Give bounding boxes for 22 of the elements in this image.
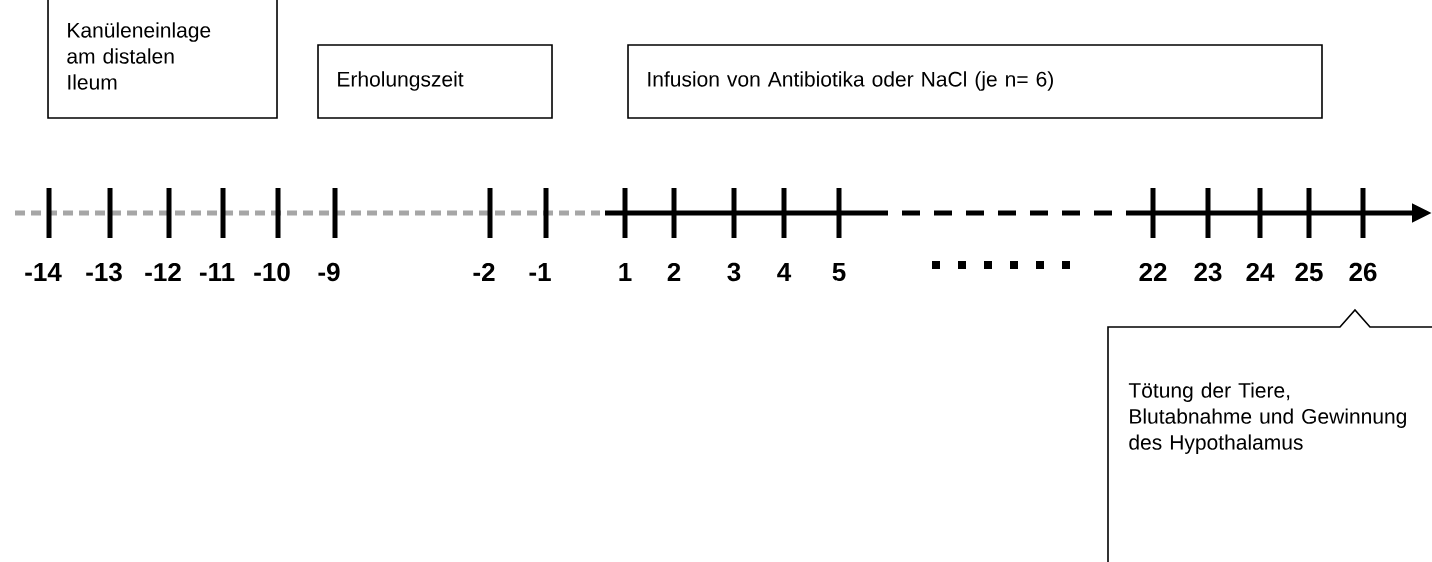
tick-label: 22 bbox=[1139, 262, 1167, 282]
callout-box: Tötung der Tiere, Blutabnahme und Gewinnung des Hypothalamus bbox=[1107, 308, 1432, 562]
tick-label: 3 bbox=[727, 262, 741, 282]
tick-label: 23 bbox=[1194, 262, 1222, 282]
tick-label: -10 bbox=[254, 262, 290, 282]
tick-label: 1 bbox=[619, 263, 632, 281]
tick-label: -13 bbox=[86, 262, 122, 282]
tick-label: 26 bbox=[1349, 262, 1377, 282]
tick-label: 25 bbox=[1295, 262, 1323, 282]
phase-box: Kanüleneinlage am distalen Ileum bbox=[47, 0, 278, 119]
phase-box: Erholungszeit bbox=[317, 44, 553, 119]
tick-label: 5 bbox=[832, 262, 846, 282]
tick-label: -11 bbox=[199, 263, 235, 281]
tick-label: -14 bbox=[25, 263, 62, 281]
phase-box: Infusion von Antibiotika oder NaCl (je n= 6) bbox=[627, 44, 1323, 119]
tick-label: -1 bbox=[529, 263, 551, 281]
tick-label: -9 bbox=[318, 262, 340, 282]
tick-label: 2 bbox=[667, 262, 681, 282]
tick-label: -12 bbox=[145, 262, 181, 282]
tick-label: 24 bbox=[1246, 262, 1275, 282]
tick-label: -2 bbox=[473, 262, 495, 282]
tick-label: 4 bbox=[777, 263, 792, 281]
